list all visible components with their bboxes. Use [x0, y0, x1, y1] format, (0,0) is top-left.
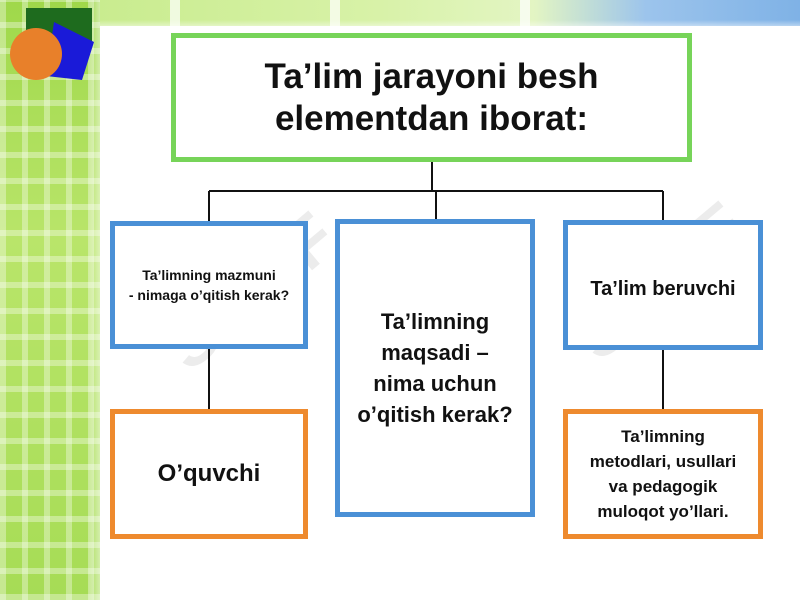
element-teacher-box: Ta’lim beruvchi: [563, 220, 763, 350]
logo-shapes-icon: [10, 8, 94, 80]
purpose-line: nima uchun: [373, 371, 497, 396]
element-purpose-box: Ta’limning maqsadi – nima uchun o’qitish…: [335, 219, 535, 517]
title-line: elementdan iborat:: [274, 98, 589, 138]
methods-line: metodlari, usullari: [589, 452, 737, 471]
content-line: - nimaga o’qitish kerak?: [128, 287, 290, 303]
title-line: Ta’lim jarayoni besh: [264, 56, 599, 96]
top-strip-fade: [100, 20, 800, 34]
element-student-label: O’quvchi: [157, 460, 261, 487]
methods-line: Ta’limning: [621, 427, 705, 446]
element-student-box: O’quvchi: [110, 409, 308, 539]
element-content-label: Ta’limning mazmuni - nimaga o’qitish ker…: [129, 265, 289, 305]
diagram-title-box: Ta’lim jarayoni besh elementdan iborat:: [171, 33, 692, 162]
methods-line: va pedagogik: [608, 477, 718, 496]
purpose-line: maqsadi –: [381, 340, 489, 365]
element-methods-label: Ta’limning metodlari, usullari va pedago…: [590, 424, 736, 524]
purpose-line: Ta’limning: [380, 309, 490, 334]
methods-line: muloqot yo’llari.: [597, 502, 729, 521]
left-decorative-strip: [0, 0, 100, 600]
element-purpose-label: Ta’limning maqsadi – nima uchun o’qitish…: [357, 306, 512, 430]
element-teacher-label: Ta’lim beruvchi: [590, 278, 736, 300]
element-methods-box: Ta’limning metodlari, usullari va pedago…: [563, 409, 763, 539]
content-line: Ta’limning mazmuni: [142, 267, 276, 283]
left-strip-fade: [88, 0, 112, 600]
purpose-line: o’qitish kerak?: [357, 402, 513, 427]
diagram-title: Ta’lim jarayoni besh elementdan iborat:: [265, 56, 599, 140]
element-content-box: Ta’limning mazmuni - nimaga o’qitish ker…: [110, 221, 308, 349]
